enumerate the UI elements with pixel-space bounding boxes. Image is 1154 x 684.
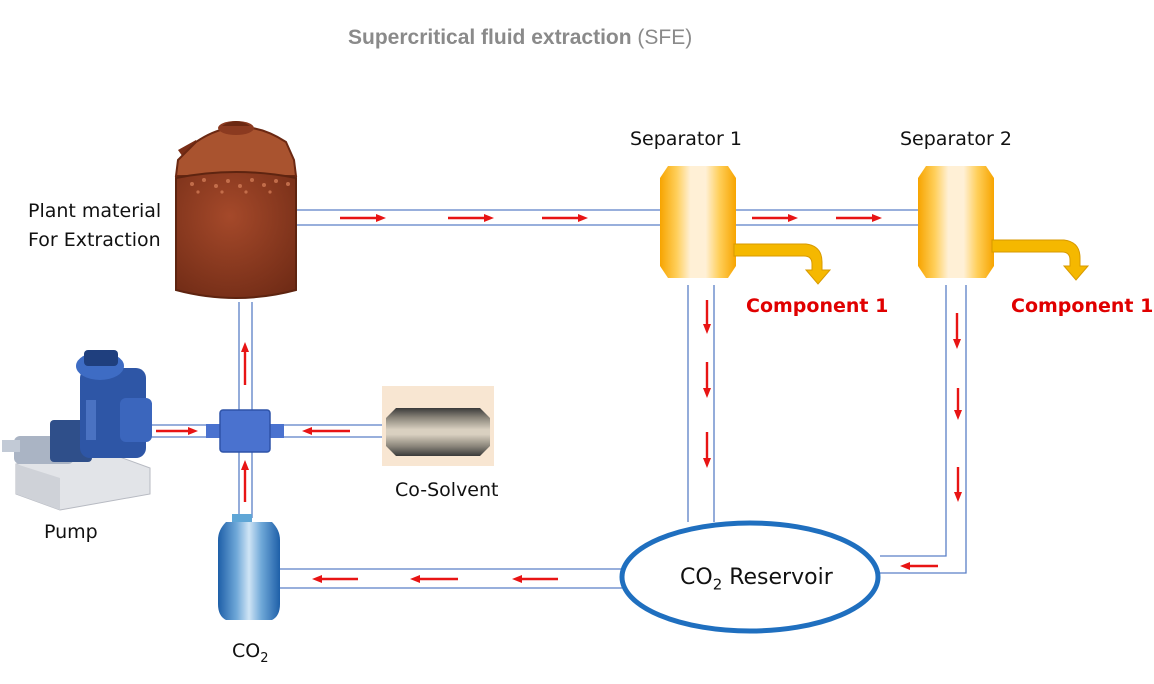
pipe-network xyxy=(130,209,967,589)
reservoir-ellipse-icon xyxy=(619,520,881,634)
separator-2-icon xyxy=(918,166,1090,281)
co2-tank-label: CO2 xyxy=(232,640,269,666)
component-1-label-sep2: Component 1 xyxy=(1011,295,1154,317)
mixer-tee-icon xyxy=(206,409,284,453)
flow-arrows xyxy=(156,214,962,583)
co2-tank-icon xyxy=(218,514,280,620)
separator-2-label: Separator 2 xyxy=(900,128,1012,150)
co-solvent-cartridge-icon xyxy=(382,386,494,466)
plant-material-label-line1: Plant material xyxy=(28,200,162,222)
component-1-label-sep1: Component 1 xyxy=(746,295,889,317)
reservoir-label: CO2 Reservoir xyxy=(680,565,833,594)
separator-1-icon xyxy=(660,166,832,285)
diagram-title: Supercritical fluid extraction (SFE) xyxy=(348,26,693,49)
pump-label: Pump xyxy=(44,521,98,543)
plant-vessel-icon xyxy=(174,121,298,299)
separator-1-label: Separator 1 xyxy=(630,128,742,150)
pump-icon xyxy=(2,350,152,511)
co-solvent-label: Co-Solvent xyxy=(395,479,499,501)
plant-material-label-line2: For Extraction xyxy=(28,229,161,251)
